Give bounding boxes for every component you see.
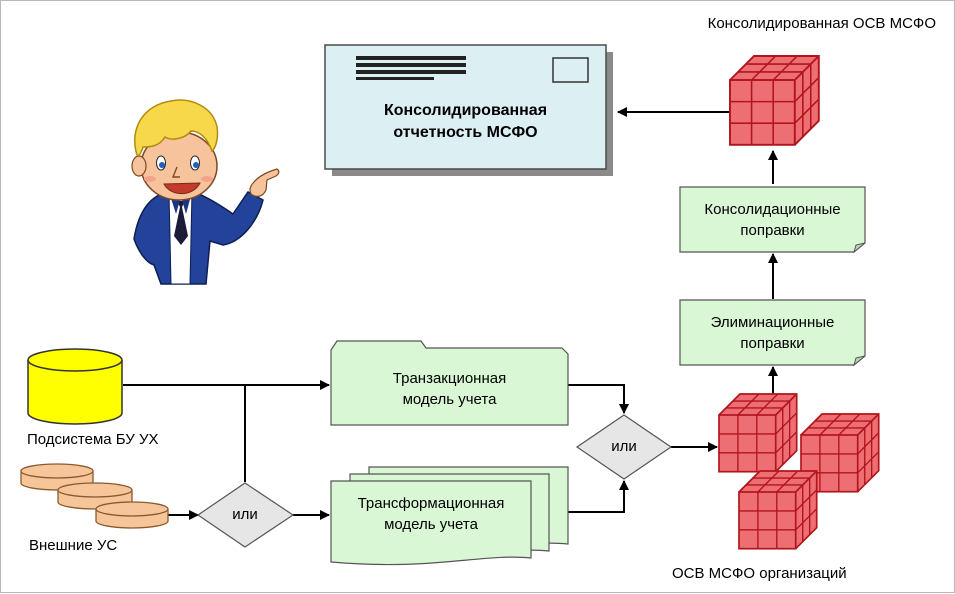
or-diamond-right: [575, 414, 673, 480]
transaction-model-line2: модель учета: [402, 391, 497, 408]
transformation-model-label: Трансформационная модель учета: [331, 493, 531, 535]
external-systems-label: Внешние УС: [29, 537, 118, 554]
consolidation-note-label: Консолидационные поправки: [680, 199, 865, 241]
external-disks-icon: [20, 463, 169, 529]
report-title-line2: отчетность МСФО: [393, 124, 538, 141]
arrow-transaction-to-or: [568, 384, 629, 414]
consolidation-note: [679, 186, 866, 254]
businessman-illustration: [131, 99, 280, 285]
report-title: Консолидированная отчетность МСФО: [335, 100, 596, 144]
elimination-note-line1: Элиминационные: [710, 314, 835, 331]
transaction-model-label: Транзакционная модель учета: [331, 368, 568, 410]
transformation-model-line1: Трансформационная: [357, 495, 505, 512]
report-document: [324, 44, 613, 176]
elimination-note-label: Элиминационные поправки: [680, 312, 865, 354]
elimination-note-line2: поправки: [740, 335, 805, 352]
transformation-model-stack: [330, 466, 569, 566]
or-right-label: или: [611, 438, 637, 455]
report-title-line1: Консолидированная: [383, 102, 548, 119]
consolidation-note-line1: Консолидационные: [704, 201, 841, 218]
consolidated-cube-icon: [729, 55, 820, 146]
or-left-label: или: [232, 506, 258, 523]
elimination-note: [679, 299, 866, 367]
org-cube-3-icon: [738, 470, 818, 550]
org-cube-1-icon: [718, 393, 798, 473]
consolidation-note-line2: поправки: [740, 222, 805, 239]
database-cylinder-icon: [27, 348, 123, 425]
transformation-model-line2: модель учета: [384, 516, 478, 533]
connectors: [123, 107, 778, 520]
transaction-model-folder: [330, 340, 569, 426]
arrow-transformation-to-or: [551, 480, 629, 513]
transaction-model-line1: Транзакционная: [392, 370, 507, 387]
or-diamond-left: [196, 482, 295, 548]
org-cubes-label: ОСВ МСФО организаций: [672, 565, 847, 582]
consolidated-cube-label: Консолидированная ОСВ МСФО: [707, 15, 936, 32]
subsystem-label: Подсистема БУ УХ: [27, 431, 159, 448]
